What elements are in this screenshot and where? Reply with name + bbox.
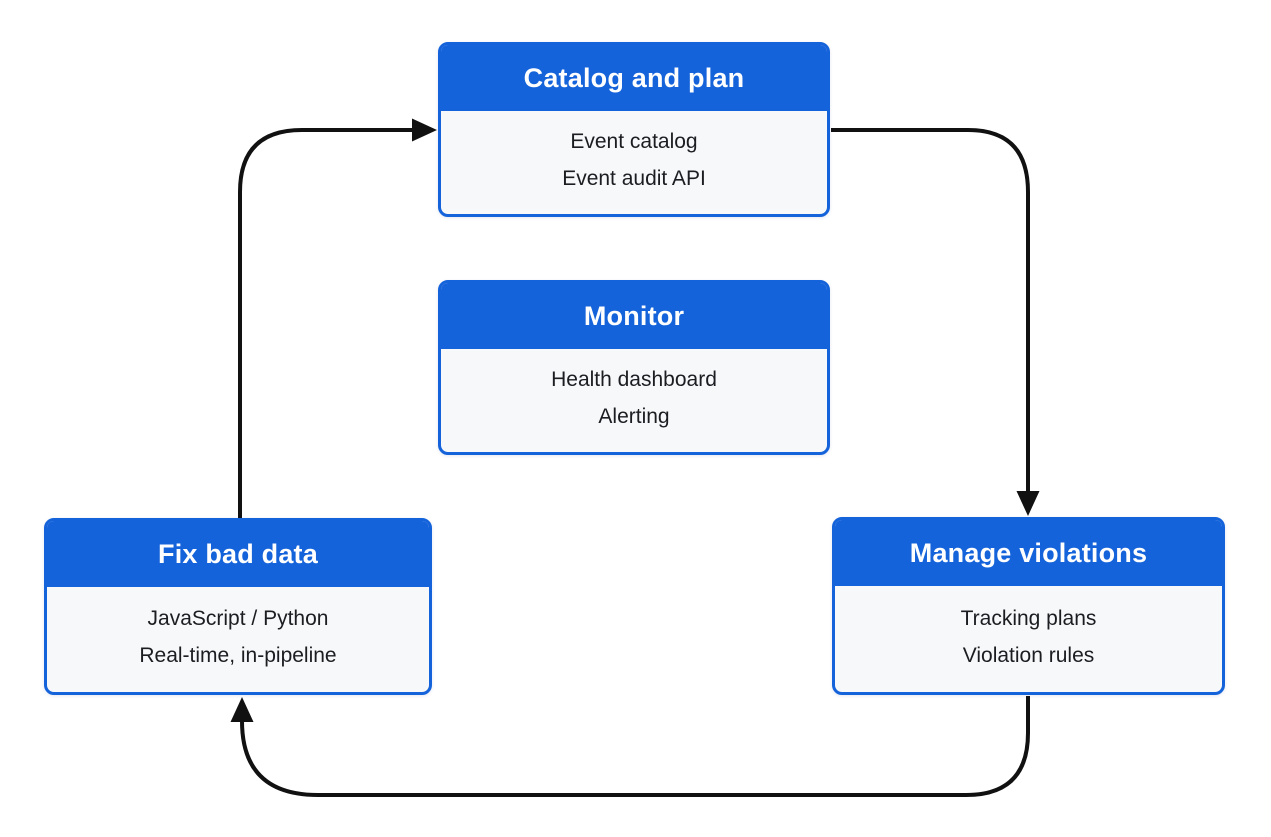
node-item: Alerting <box>598 405 670 428</box>
node-monitor-title: Monitor <box>441 283 827 349</box>
arrowhead-down-icon <box>1016 491 1040 516</box>
node-manage-violations: Manage violations Tracking plans Violati… <box>832 517 1225 695</box>
node-item: Violation rules <box>962 643 1095 667</box>
arrowhead-right-icon <box>412 118 437 142</box>
node-manage-body: Tracking plans Violation rules <box>835 586 1222 692</box>
node-catalog-and-plan: Catalog and plan Event catalog Event aud… <box>438 42 830 217</box>
node-item: Real-time, in-pipeline <box>139 644 337 667</box>
node-item: JavaScript / Python <box>147 607 329 630</box>
node-manage-title: Manage violations <box>835 520 1222 586</box>
node-catalog-title: Catalog and plan <box>441 45 827 111</box>
node-item: Event audit API <box>562 167 706 190</box>
node-item: Event catalog <box>570 130 698 153</box>
arrowhead-up-icon <box>230 697 254 722</box>
node-item: Health dashboard <box>551 368 717 391</box>
node-fix-bad-data: Fix bad data JavaScript / Python Real-ti… <box>44 518 432 695</box>
arrow-catalog-to-manage <box>831 128 1040 516</box>
arrow-manage-to-fix <box>230 696 1030 797</box>
node-monitor-body: Health dashboard Alerting <box>441 349 827 452</box>
node-fix-body: JavaScript / Python Real-time, in-pipeli… <box>47 587 429 692</box>
node-fix-title: Fix bad data <box>47 521 429 587</box>
node-item: Tracking plans <box>960 606 1097 630</box>
arrow-fix-to-catalog <box>238 118 437 520</box>
node-monitor: Monitor Health dashboard Alerting <box>438 280 830 455</box>
node-catalog-body: Event catalog Event audit API <box>441 111 827 214</box>
